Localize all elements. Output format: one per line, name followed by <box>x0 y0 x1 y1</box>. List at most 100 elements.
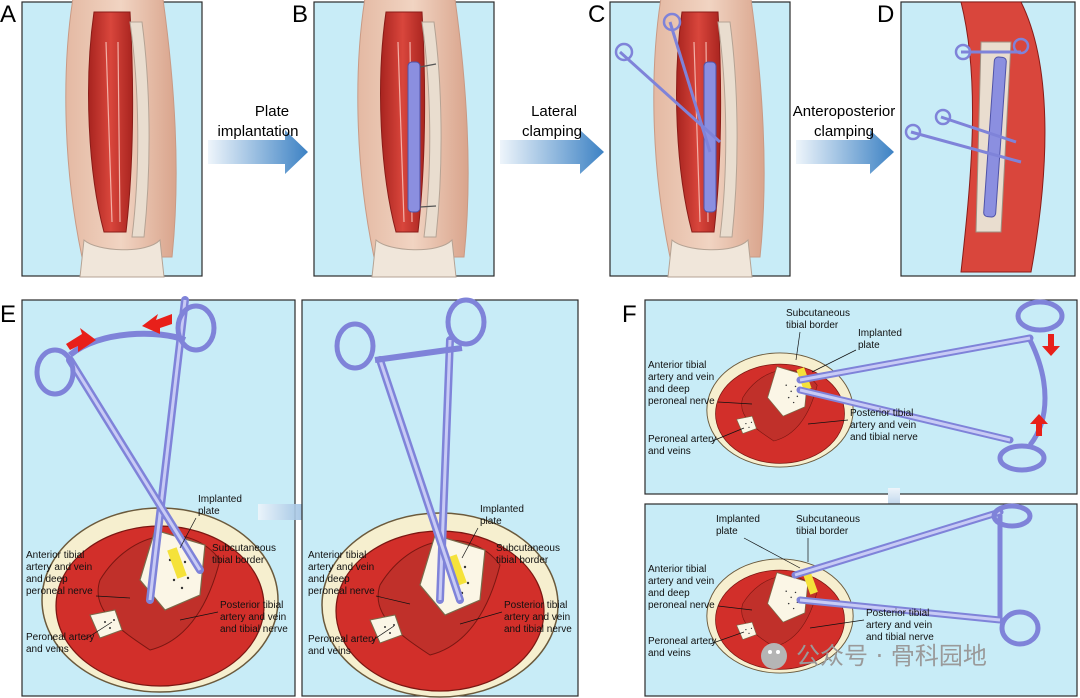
label-anterior-e2-l1: Anterior tibial <box>308 550 366 561</box>
labels-e1: Implanted plate Subcutaneous tibial bord… <box>26 494 288 655</box>
label-anterior-f2-l3: and deep <box>648 588 690 599</box>
label-anterior-e1-l3: and deep <box>26 574 68 585</box>
clamp-handle-bottom-f1 <box>997 443 1047 473</box>
clamp-handle-left-e2 <box>334 321 376 371</box>
label-implanted-plate-f2-l2: plate <box>716 526 738 537</box>
labels-f2: Implanted plate Subcutaneous tibial bord… <box>648 514 934 659</box>
plate-marker-e1 <box>167 547 187 579</box>
label-implanted-plate-e1-l2: plate <box>198 506 220 517</box>
red-arrows-e1 <box>66 314 172 352</box>
labels-f1: Subcutaneous tibial border Implanted pla… <box>648 308 918 457</box>
flow-arrow-3 <box>796 130 894 174</box>
panel-f-bottom: Implanted plate Subcutaneous tibial bord… <box>644 503 1078 697</box>
red-arrows-f1 <box>1030 334 1060 436</box>
label-implanted-plate-f2-l1: Implanted <box>716 514 760 525</box>
leg-illustration-d <box>904 1 1046 273</box>
panel-f-top: Subcutaneous tibial border Implanted pla… <box>644 299 1078 495</box>
label-posterior-f1-l1: Posterior tibial <box>850 408 913 419</box>
label-peroneal-f1-l2: and veins <box>648 446 691 457</box>
clamp-handle-bottom-f2 <box>999 609 1041 647</box>
panel-letter-a: A <box>0 1 16 28</box>
label-posterior-e1-l2: artery and vein <box>220 612 286 623</box>
label-posterior-f1-l2: artery and vein <box>850 420 916 431</box>
label-anterior-f1-l3: and deep <box>648 384 690 395</box>
panel-letter-c: C <box>588 1 605 28</box>
panel-d: D <box>877 1 1076 277</box>
panel-letter-b: B <box>292 1 308 28</box>
label-anterior-f1-l4: peroneal nerve <box>648 396 715 407</box>
label-peroneal-f1-l1: Peroneal artery <box>648 434 716 445</box>
label-posterior-e1-l1: Posterior tibial <box>220 600 283 611</box>
label-implanted-plate-f1-l1: Implanted <box>858 328 902 339</box>
label-subcutaneous-f1-l1: Subcutaneous <box>786 308 850 319</box>
step-arrow-1: Plate implantation <box>208 103 308 174</box>
label-anterior-e1-l1: Anterior tibial <box>26 550 84 561</box>
step3-line1: Anteroposterior <box>793 103 896 120</box>
label-anterior-f2-l2: artery and vein <box>648 576 714 587</box>
step3-line2: clamping <box>814 123 874 140</box>
clamp-handle-right-e2 <box>445 297 487 347</box>
label-subcutaneous-e2-l2: tibial border <box>496 555 549 566</box>
screw-markers-b <box>419 63 437 208</box>
label-anterior-e2-l2: artery and vein <box>308 562 374 573</box>
label-posterior-f2-l1: Posterior tibial <box>866 608 929 619</box>
label-anterior-f1-l2: artery and vein <box>648 372 714 383</box>
step-arrow-2: Lateral clamping <box>500 103 604 174</box>
label-posterior-e1-l3: and tibial nerve <box>220 624 288 635</box>
label-implanted-plate-e2-l2: plate <box>480 516 502 527</box>
label-anterior-e2-l4: peroneal nerve <box>308 586 375 597</box>
label-anterior-e1-l2: artery and vein <box>26 562 92 573</box>
label-posterior-e2-l3: and tibial nerve <box>504 624 572 635</box>
label-posterior-e2-l2: artery and vein <box>504 612 570 623</box>
panel-c: C <box>588 0 791 278</box>
label-implanted-plate-f1-l2: plate <box>858 340 880 351</box>
panel-a: A <box>0 0 203 278</box>
wechat-logo-icon <box>761 643 787 669</box>
leg-illustration-b <box>357 0 469 278</box>
leg-illustration-a <box>65 0 177 278</box>
label-anterior-e1-l4: peroneal nerve <box>26 586 93 597</box>
implanted-plate-b <box>407 61 421 213</box>
label-anterior-f2-l4: peroneal nerve <box>648 600 715 611</box>
labels-e2: Implanted plate Subcutaneous tibial bord… <box>308 504 572 657</box>
clamp-f2 <box>791 503 1041 647</box>
clamp-handle-top-f2 <box>991 503 1033 529</box>
panel-letter-d: D <box>877 1 894 28</box>
flow-arrow-2 <box>500 130 604 174</box>
clamp-handle-top-f1 <box>1015 299 1065 333</box>
label-anterior-e2-l3: and deep <box>308 574 350 585</box>
clamp-e2 <box>334 297 487 604</box>
panel-letter-e: E <box>0 301 16 328</box>
label-anterior-f2-l1: Anterior tibial <box>648 564 706 575</box>
label-subcutaneous-f1-l2: tibial border <box>786 320 839 331</box>
watermark-text: 公众号 · 骨科园地 <box>796 642 987 670</box>
label-posterior-f1-l3: and tibial nerve <box>850 432 918 443</box>
plate-marker-e2 <box>447 554 467 586</box>
label-peroneal-e1-l2: and veins <box>26 644 69 655</box>
label-peroneal-e2-l1: Peroneal artery <box>308 634 376 645</box>
step-arrow-3: Anteroposterior clamping <box>793 103 896 174</box>
label-peroneal-e2-l2: and veins <box>308 646 351 657</box>
clamp-handle-right-e1 <box>175 303 217 353</box>
step1-line2: implantation <box>218 123 299 140</box>
step1-line1: Plate <box>255 103 289 120</box>
label-subcutaneous-e1-l2: tibial border <box>212 555 265 566</box>
plate-marker-f2 <box>802 569 818 595</box>
label-anterior-f1-l1: Anterior tibial <box>648 360 706 371</box>
cross-section-f1 <box>706 352 854 468</box>
label-implanted-plate-e2-l1: Implanted <box>480 504 524 515</box>
label-subcutaneous-e1-l1: Subcutaneous <box>212 543 276 554</box>
label-posterior-f2-l2: artery and vein <box>866 620 932 631</box>
label-subcutaneous-f2-l1: Subcutaneous <box>796 514 860 525</box>
panel-letter-f: F <box>622 301 637 328</box>
clamp-f1 <box>796 299 1065 473</box>
panel-e-right: Implanted plate Subcutaneous tibial bord… <box>301 297 579 698</box>
label-implanted-plate-e1-l1: Implanted <box>198 494 242 505</box>
label-peroneal-f2-l2: and veins <box>648 648 691 659</box>
panel-e-left: Implanted plate Subcutaneous tibial bord… <box>21 296 296 697</box>
label-subcutaneous-e2-l1: Subcutaneous <box>496 543 560 554</box>
label-peroneal-f2-l1: Peroneal artery <box>648 636 716 647</box>
label-posterior-e2-l1: Posterior tibial <box>504 600 567 611</box>
flow-arrow-1 <box>208 130 308 174</box>
